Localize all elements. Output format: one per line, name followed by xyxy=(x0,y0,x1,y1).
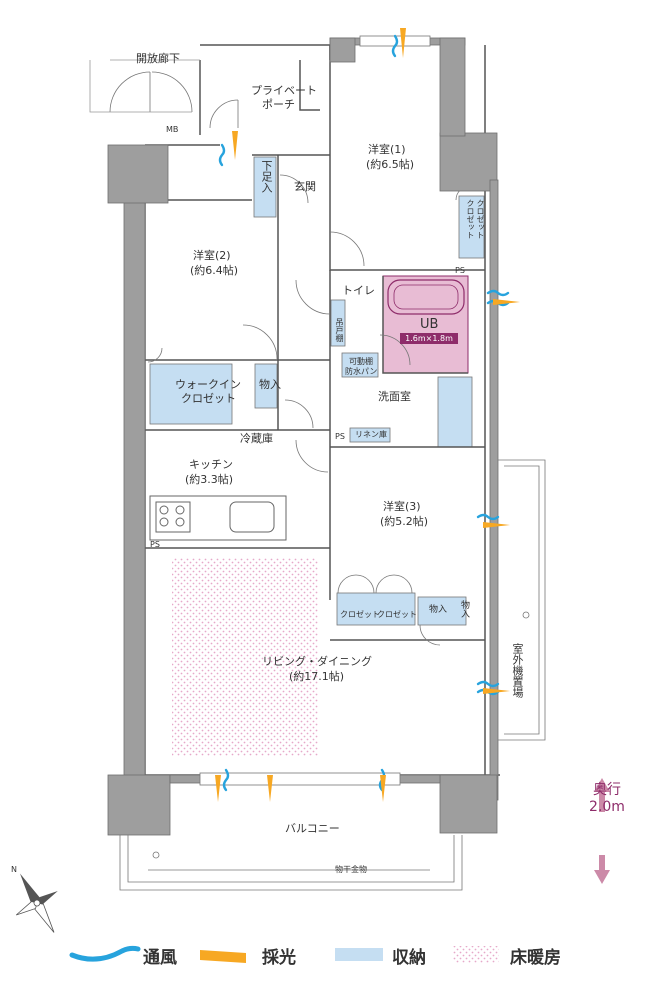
room2-name: 洋室(2) xyxy=(193,249,231,262)
storage-label-2: 物入 xyxy=(429,605,448,615)
depth-arrow xyxy=(594,778,610,884)
laundry-hardware-label: 物干金物 xyxy=(335,865,367,874)
room3-name: 洋室(3) xyxy=(383,500,421,513)
outdoor-unit-label: 室外機置場 xyxy=(511,643,524,698)
hanging-shelf-label: 吊戸棚 xyxy=(335,318,344,342)
storage-icon xyxy=(335,948,383,961)
kitchen-size: (約3.3帖) xyxy=(185,473,234,486)
balcony xyxy=(119,459,546,891)
compass-n-label: N xyxy=(11,865,17,874)
washroom-label: 洗面室 xyxy=(378,390,411,403)
depth-title: 奥行 xyxy=(593,782,621,798)
storage-areas xyxy=(149,156,485,626)
ub-size-label: 1.6m×1.8m xyxy=(400,333,458,344)
depth-label: 奥行 2.0m xyxy=(585,782,629,816)
kitchen-name: キッチン xyxy=(189,458,233,471)
porch-label-2: ポーチ xyxy=(262,98,295,111)
room3-closet-label-2: クロゼット xyxy=(377,610,417,619)
ps-label-3: PS xyxy=(150,540,160,549)
room1-name: 洋室(1) xyxy=(368,143,406,156)
walkin-closet-label-1: ウォークイン xyxy=(175,378,241,391)
kitchen-counter xyxy=(149,495,287,541)
depth-value: 2.0m xyxy=(589,799,625,815)
ub-label: UB xyxy=(420,317,439,332)
walkin-closet-label-2: クロゼット xyxy=(181,392,236,405)
linen-label: リネン庫 xyxy=(355,430,387,439)
room2-size: (約6.4帖) xyxy=(190,264,239,277)
light-indicators xyxy=(215,28,520,802)
movable-shelf-label: 可動棚 xyxy=(349,357,373,366)
shoe-storage-label: 下足入 xyxy=(260,160,273,193)
legend-wind-label: 通風 xyxy=(143,948,177,968)
light-icon xyxy=(200,950,246,963)
room1-closet-label-2: クロゼット xyxy=(476,199,485,239)
legend-floor-heating-label: 床暖房 xyxy=(510,948,561,968)
waterproof-pan-label: 防水パン xyxy=(345,367,378,376)
legend-storage-label: 収納 xyxy=(392,948,426,968)
floor-heating-area xyxy=(172,558,318,756)
legend-light-label: 採光 xyxy=(262,948,296,968)
bathtub xyxy=(387,279,465,315)
floor-heating-icon xyxy=(453,946,499,963)
balcony-label: バルコニー xyxy=(285,822,340,835)
room3-closet-label-1: クロゼット xyxy=(340,610,380,619)
porch-label-1: プライベート xyxy=(251,84,317,97)
corridor xyxy=(89,59,200,113)
ps-label-2: PS xyxy=(335,432,345,441)
storage-label-1: 物入 xyxy=(259,378,281,391)
mb-label: MB xyxy=(166,125,179,134)
fridge-label: 冷蔵庫 xyxy=(240,432,273,445)
ldk-name: リビング・ダイニング xyxy=(262,655,372,668)
toilet-label: トイレ xyxy=(342,284,375,297)
room1-closet-label-1: クロゼット xyxy=(466,199,475,239)
wind-icon xyxy=(69,945,141,962)
room3-size: (約5.2帖) xyxy=(380,515,429,528)
corridor-label: 開放廊下 xyxy=(136,52,180,65)
ps-label-1: PS xyxy=(455,266,465,275)
exterior-walls xyxy=(107,37,499,836)
compass-icon xyxy=(15,873,58,933)
room1-size: (約6.5帖) xyxy=(366,158,415,171)
entrance-label: 玄関 xyxy=(294,180,316,193)
storage-label-3: 物入 xyxy=(459,600,469,618)
ldk-size: (約17.1帖) xyxy=(289,670,345,683)
